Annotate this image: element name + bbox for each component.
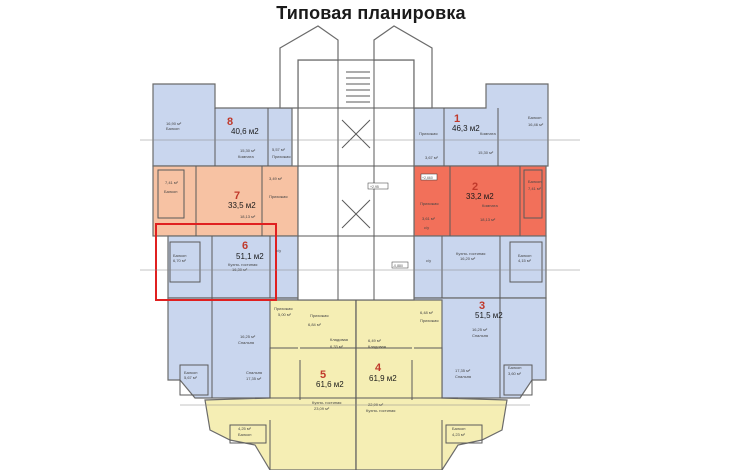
room-label: Прихожая bbox=[419, 131, 438, 136]
room-label: Прихожая bbox=[274, 306, 293, 311]
room-area: 6,84 м² bbox=[308, 322, 322, 327]
room-area: 4,15 м² bbox=[518, 258, 532, 263]
unit-2-area-label: 33,2 м2 bbox=[466, 192, 494, 201]
room-label: Кухня- гостиная bbox=[456, 251, 485, 256]
room-label: Спальня bbox=[455, 374, 471, 379]
room-label: Спальня bbox=[238, 340, 254, 345]
room-area: 3,67 м² bbox=[425, 155, 439, 160]
level-mark: -0,880 bbox=[393, 264, 403, 268]
top-left-bay bbox=[279, 25, 339, 109]
unit-7-area-label: 33,5 м2 bbox=[228, 201, 256, 210]
room-area: 5,67 м² bbox=[184, 375, 198, 380]
room-area: 5,00 м² bbox=[278, 312, 292, 317]
room-label: Прихожая bbox=[272, 154, 291, 159]
unit-1-number: 1 bbox=[454, 113, 460, 125]
unit-8-number: 8 bbox=[227, 116, 233, 128]
bathroom-label: с/у bbox=[276, 248, 281, 253]
room-area: 6,70 м² bbox=[173, 258, 187, 263]
room-area: 4,25 м² bbox=[238, 426, 252, 431]
room-area: 6,33 м² bbox=[330, 344, 344, 349]
bathroom-label: с/у bbox=[424, 225, 429, 230]
top-right-bay bbox=[373, 25, 433, 109]
room-label: Спальня bbox=[472, 333, 488, 338]
room-area: 16,20 м² bbox=[460, 256, 476, 261]
room-area: 7,41 м² bbox=[528, 186, 542, 191]
room-label: Кухня- гостиная bbox=[366, 408, 395, 413]
level-mark: +2,660 bbox=[422, 176, 433, 180]
room-label: Балкон bbox=[452, 426, 465, 431]
unit-6-number: 6 bbox=[242, 240, 248, 252]
room-label: Прихожая bbox=[420, 201, 439, 206]
unit-8-area-label: 40,6 м2 bbox=[231, 127, 259, 136]
room-label: Балкон bbox=[528, 115, 541, 120]
unit-1-area-label: 46,3 м2 bbox=[452, 124, 480, 133]
room-area: 16,46 м² bbox=[528, 122, 544, 127]
unit-7-number: 7 bbox=[234, 190, 240, 202]
room-area: 3,60 м² bbox=[508, 371, 522, 376]
room-label: Прихожая bbox=[420, 318, 439, 323]
room-area: 6,48 м² bbox=[420, 310, 434, 315]
page-title: Типовая планировка bbox=[276, 3, 466, 23]
room-area: 3,49 м² bbox=[269, 176, 283, 181]
room-label: Балкон bbox=[238, 432, 251, 437]
room-label: Комната bbox=[480, 131, 496, 136]
highlight-frame-unit-6 bbox=[155, 223, 277, 301]
room-area: 3,61 м² bbox=[422, 216, 436, 221]
room-label: Балкон bbox=[164, 189, 177, 194]
room-label: Кладовая bbox=[330, 337, 348, 342]
unit-3-area bbox=[413, 235, 547, 299]
level-mark: +2,95 bbox=[370, 185, 379, 189]
room-area: 15,30 м² bbox=[240, 148, 256, 153]
room-label: Балкон bbox=[518, 253, 531, 258]
unit-5-number: 5 bbox=[320, 369, 326, 381]
unit-4-number: 4 bbox=[375, 362, 382, 374]
room-label: Комната bbox=[482, 203, 498, 208]
room-area: 16,25 м² bbox=[472, 327, 488, 332]
unit-4-area bbox=[355, 299, 508, 470]
room-label: Комната bbox=[238, 154, 254, 159]
room-area: 16,25 м² bbox=[240, 334, 256, 339]
room-label: Балкон bbox=[166, 126, 179, 131]
room-label: Кладовая bbox=[368, 344, 386, 349]
room-area: 16,90 м² bbox=[166, 121, 182, 126]
room-label: Балкон bbox=[528, 179, 541, 184]
room-area: 6,49 м² bbox=[368, 338, 382, 343]
room-label: Балкон bbox=[173, 253, 186, 258]
unit-2-number: 2 bbox=[472, 181, 478, 193]
room-label: Кухня- гостиная bbox=[228, 262, 257, 267]
room-label: Прихожая bbox=[310, 313, 329, 318]
room-label: Балкон bbox=[184, 370, 197, 375]
unit-5-area-label: 61,6 м2 bbox=[316, 380, 344, 389]
room-area: 7,41 м² bbox=[165, 180, 179, 185]
room-area: 5,57 м² bbox=[272, 147, 286, 152]
room-area: 18,13 м² bbox=[480, 217, 496, 222]
room-area: 22,99 м² bbox=[368, 402, 384, 407]
bathroom-label: с/у bbox=[426, 258, 431, 263]
room-area: 17,35 м² bbox=[246, 376, 262, 381]
room-label: Кухня- гостиная bbox=[312, 400, 341, 405]
unit-3-number: 3 bbox=[479, 300, 485, 312]
stair-core bbox=[297, 59, 415, 301]
room-label: Спальня bbox=[246, 370, 262, 375]
unit-6-area-label: 51,1 м2 bbox=[236, 252, 264, 261]
room-area: 15,30 м² bbox=[478, 150, 494, 155]
room-label: Прихожая bbox=[269, 194, 288, 199]
unit-4-area-label: 61,9 м2 bbox=[369, 374, 397, 383]
room-area: 23,09 м² bbox=[314, 406, 330, 411]
unit-3-area-label: 51,5 м2 bbox=[475, 311, 503, 320]
room-area: 4,23 м² bbox=[452, 432, 466, 437]
room-label: Балкон bbox=[508, 365, 521, 370]
room-area: 16,30 м² bbox=[232, 267, 248, 272]
room-area: 18,13 м² bbox=[240, 214, 256, 219]
room-area: 17,35 м² bbox=[455, 368, 471, 373]
